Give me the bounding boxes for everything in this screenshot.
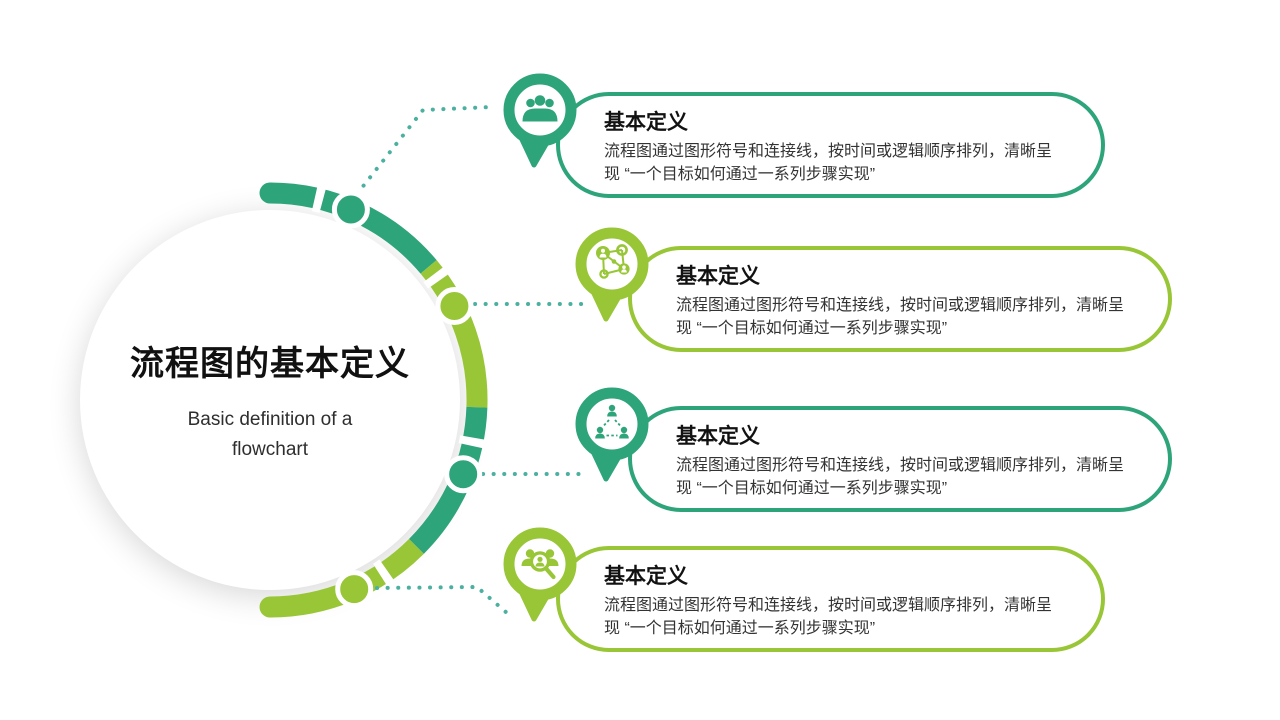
- center-circle: 流程图的基本定义 Basic definition of a flowchart: [80, 210, 460, 590]
- timeline-node-4: [335, 570, 374, 609]
- callout-4: 基本定义 流程图通过图形符号和连接线，按时间或逻辑顺序排列，清晰呈 现 “一个目…: [503, 527, 1105, 652]
- page-title: 流程图的基本定义: [130, 344, 410, 383]
- hierarchy-glyph: [595, 404, 629, 439]
- timeline-node-1: [331, 190, 370, 229]
- callout-2-title: 基本定义: [676, 265, 760, 288]
- callout-2: 基本定义 流程图通过图形符号和连接线，按时间或逻辑顺序排列，清晰呈 现 “一个目…: [575, 227, 1172, 352]
- callout-4-title: 基本定义: [604, 565, 688, 588]
- people-hierarchy-icon: [575, 387, 649, 482]
- people-search-glyph: [521, 549, 559, 580]
- callout-4-body: 流程图通过图形符号和连接线，按时间或逻辑顺序排列，清晰呈 现 “一个目标如何通过…: [604, 597, 1053, 637]
- arc-end-cap: [259, 596, 281, 618]
- dotted-connector-1: [355, 105, 494, 196]
- dotted-connector-4: [375, 584, 509, 615]
- callout-1-title: 基本定义: [604, 111, 688, 134]
- arc-start-cap: [259, 182, 281, 204]
- callout-1: 基本定义 流程图通过图形符号和连接线，按时间或逻辑顺序排列，清晰呈 现 “一个目…: [503, 73, 1105, 198]
- callout-3-title: 基本定义: [676, 425, 760, 448]
- network-glyph: [596, 244, 630, 279]
- callout-3: 基本定义 流程图通过图形符号和连接线，按时间或逻辑顺序排列，清晰呈 现 “一个目…: [575, 387, 1172, 512]
- callout-3-body: 流程图通过图形符号和连接线，按时间或逻辑顺序排列，清晰呈 现 “一个目标如何通过…: [676, 457, 1125, 497]
- group-people-glyph: [522, 95, 558, 122]
- team-group-icon: [503, 73, 577, 168]
- people-network-icon: [575, 227, 649, 322]
- callout-1-body: 流程图通过图形符号和连接线，按时间或逻辑顺序排列，清晰呈 现 “一个目标如何通过…: [604, 143, 1053, 183]
- page-subtitle: Basic definition of a flowchart: [187, 408, 353, 460]
- people-search-icon: [503, 527, 577, 622]
- callout-2-body: 流程图通过图形符号和连接线，按时间或逻辑顺序排列，清晰呈 现 “一个目标如何通过…: [676, 297, 1125, 337]
- timeline-node-2: [435, 287, 474, 325]
- timeline-node-3: [444, 455, 483, 494]
